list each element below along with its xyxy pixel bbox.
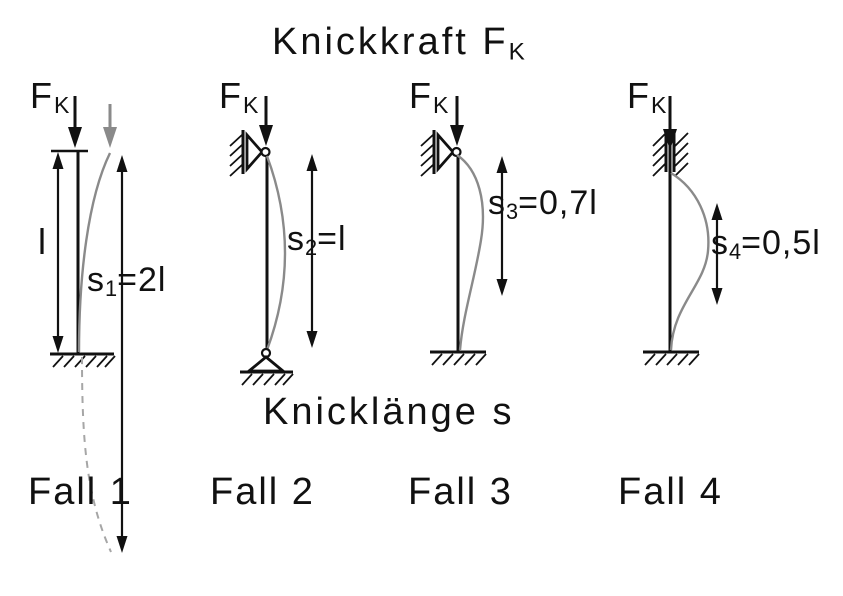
clamp-right-hatching [674,132,689,177]
force-subscript: K [433,92,449,119]
case-4-force-label: FK [627,78,666,117]
pin-circle [260,146,271,158]
ground-hatching [241,373,294,386]
force-arrowhead [450,125,464,146]
force-subscript: K [54,92,70,119]
force-symbol: F [30,75,54,116]
height-dimension-arrowhead-down [52,336,64,353]
length-subscript: 1 [105,275,118,301]
displaced-force-arrowhead [103,127,117,148]
case-3-name: Fall 3 [408,471,513,513]
case-1-figure [50,96,128,553]
ground-hatching [644,353,700,366]
force-subscript: K [651,92,667,119]
force-subscript: K [243,92,259,119]
clamp-left-hatching [652,132,667,177]
buckled-shape-curve [669,171,710,351]
length-value: =0,7l [518,184,598,222]
ground-hatching [52,355,116,368]
buckling-length-arrowhead-down [711,288,723,305]
buckling-length-arrowhead-down [306,331,318,348]
length-subscript: 4 [729,238,742,264]
buckling-length-arrowhead-up [116,155,128,172]
buckling-length-arrowhead-up [711,203,723,220]
length-value: =2l [117,261,167,299]
length-subscript: 3 [506,198,519,224]
length-symbol: s [87,261,105,299]
case-3-length-label: s3=0,7l [488,186,598,223]
force-symbol: F [627,75,651,116]
title-subscript: K [508,38,525,66]
case-2-length-label: s2=l [287,222,347,259]
case-1-height-label: l [38,221,48,262]
buckling-length-arrowhead-down [496,279,508,296]
case-4-length-label: s4=0,5l [711,226,821,263]
title-text: Knickkraft F [272,21,509,63]
case-1-name: Fall 1 [28,471,133,513]
length-value: =l [317,220,347,258]
buckled-shape-curve [265,155,287,351]
case-3-force-label: FK [409,78,448,117]
force-symbol: F [219,75,243,116]
buckling-length-arrowhead-down [116,536,128,553]
wall-hatching [229,133,244,177]
buckled-shape-curve [456,154,485,351]
buckling-length-arrowhead-up [496,156,508,173]
case-4-figure [643,96,723,366]
length-value: =0,5l [741,224,821,262]
case-1-force-label: FK [30,78,69,117]
force-arrowhead [68,127,82,148]
length-subscript: 2 [305,234,318,260]
case-4-name: Fall 4 [618,471,723,513]
buckled-shape-curve [77,152,112,353]
wall-hatching [420,133,435,177]
case-2-name: Fall 2 [210,471,315,513]
ground-hatching [431,353,487,366]
force-arrowhead [259,125,273,146]
case-2-force-label: FK [219,78,258,117]
length-symbol: s [711,224,729,262]
pin-circle [451,146,462,158]
case-3-figure [420,96,508,366]
mirrored-buckle-dashed-curve [81,356,112,553]
buckling-length-arrowhead-up [306,154,318,171]
bottom-pin-triangle [245,355,287,373]
length-symbol: s [287,220,305,258]
diagram-title: Knickkraft FK [272,23,525,65]
pin-triangle [436,131,455,173]
case-2-figure [229,96,318,386]
force-symbol: F [409,75,433,116]
height-dimension-arrowhead-up [52,152,64,169]
length-symbol: s [488,184,506,222]
case-1-length-label: s1=2l [87,263,166,300]
pin-triangle [245,131,264,173]
diagram-subtitle: Knicklänge s [263,391,515,433]
